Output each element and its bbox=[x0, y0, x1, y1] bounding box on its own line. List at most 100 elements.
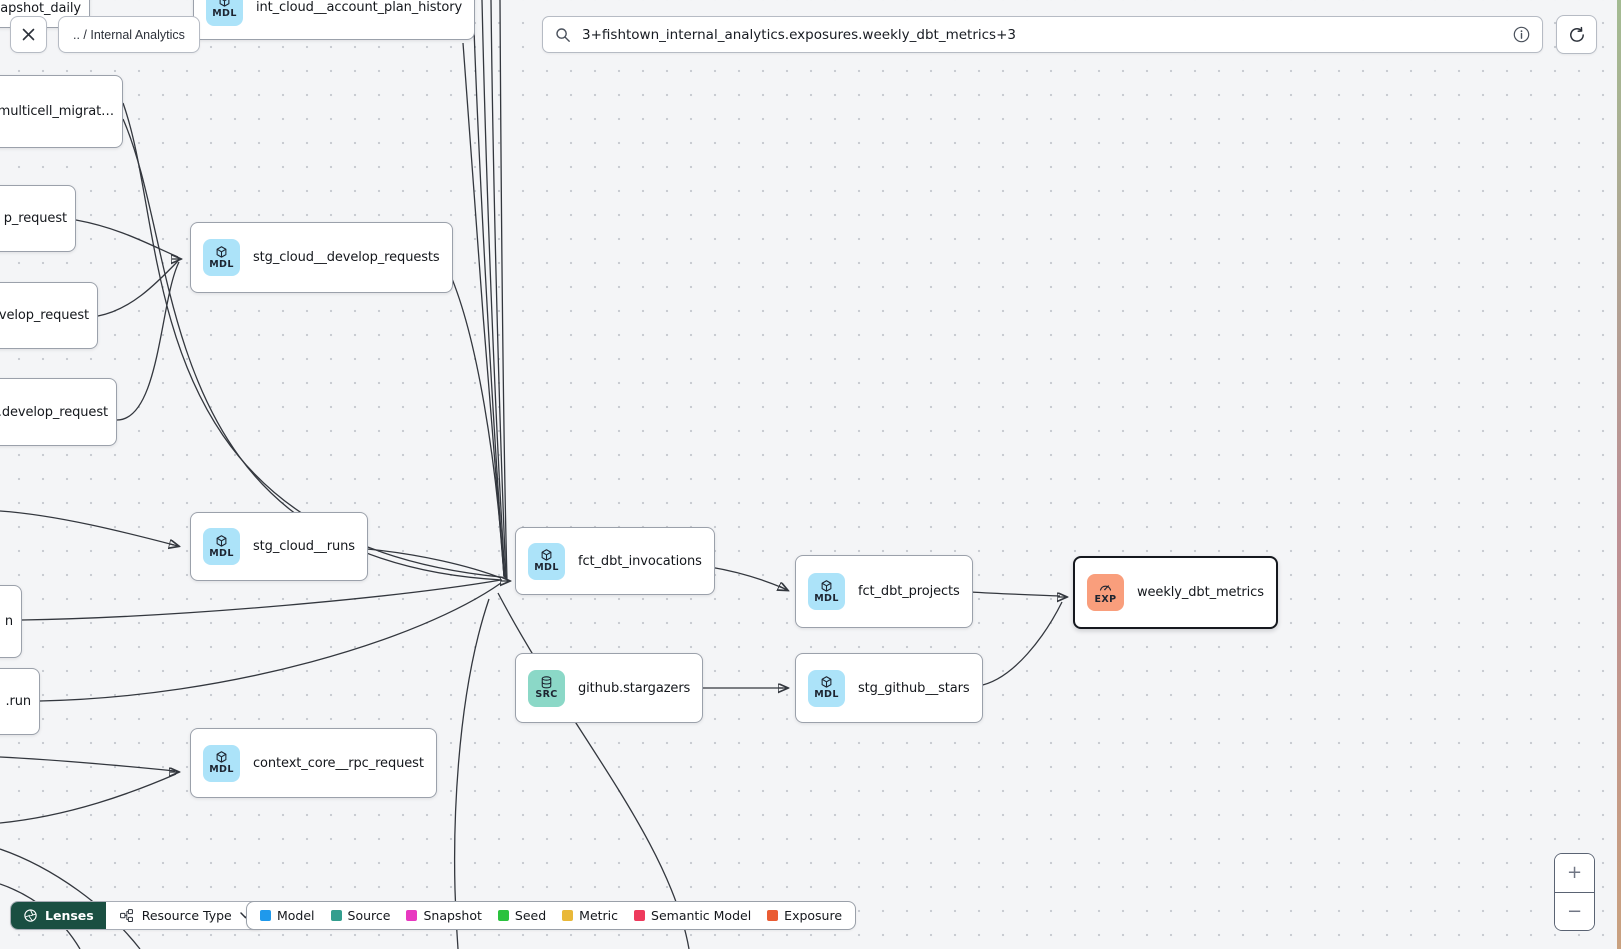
node-label: fct_dbt_projects bbox=[858, 584, 960, 599]
graph-node-velop_request[interactable]: velop_request bbox=[0, 282, 98, 349]
database-icon bbox=[541, 676, 552, 689]
badge-label: MDL bbox=[209, 547, 234, 559]
graph-node-stg_cloud__develop_requests[interactable]: MDL stg_cloud__develop_requests bbox=[190, 222, 453, 293]
node-label: stg_github__stars bbox=[858, 680, 970, 696]
search-bar bbox=[542, 16, 1543, 53]
badge-label: MDL bbox=[534, 562, 559, 574]
legend-item-semantic-model: Semantic Model bbox=[634, 908, 751, 923]
zoom-controls: + − bbox=[1554, 853, 1595, 931]
node-label: int_cloud__account_plan_history bbox=[256, 0, 463, 15]
legend-item-model: Model bbox=[260, 908, 315, 923]
refresh-icon bbox=[1569, 26, 1584, 42]
graph-node-fct_dbt_projects[interactable]: MDL fct_dbt_projects bbox=[795, 555, 973, 628]
resource-type-icon bbox=[119, 909, 133, 922]
badge-label: MDL bbox=[814, 592, 839, 604]
node-label: stg_cloud__develop_requests bbox=[253, 250, 440, 265]
gauge-icon bbox=[1099, 584, 1112, 591]
badge-label: MDL bbox=[209, 258, 234, 270]
exp-badge: EXP bbox=[1087, 574, 1124, 611]
legend-label: Seed bbox=[514, 908, 547, 923]
graph-node-stg_cloud__runs[interactable]: MDL stg_cloud__runs bbox=[190, 512, 368, 581]
search-input[interactable] bbox=[580, 25, 1504, 44]
badge-label: MDL bbox=[209, 764, 234, 776]
lenses-label: Lenses bbox=[45, 908, 94, 923]
legend-item-snapshot: Snapshot bbox=[406, 908, 482, 923]
zoom-out-button[interactable]: − bbox=[1555, 891, 1594, 930]
graph-node-context_core__rpc_request[interactable]: MDL context_core__rpc_request bbox=[190, 728, 437, 798]
legend-swatch bbox=[406, 910, 418, 921]
screen-edge-sliver bbox=[1617, 0, 1621, 949]
legend-swatch bbox=[260, 910, 271, 921]
legend-item-exposure: Exposure bbox=[767, 908, 842, 923]
graph-node-multicell_migrat[interactable]: multicell_migrat… bbox=[0, 75, 123, 148]
resource-type-legend: Model Source Snapshot Seed Metric Semantic Mo… bbox=[246, 901, 857, 930]
legend-item-metric: Metric bbox=[562, 908, 618, 923]
graph-node-github_stargazers[interactable]: SRC github.stargazers bbox=[515, 653, 704, 723]
zoom-in-button[interactable]: + bbox=[1555, 854, 1594, 892]
legend-label: Snapshot bbox=[423, 908, 482, 923]
cube-icon bbox=[541, 549, 552, 561]
lenses-button[interactable]: Lenses bbox=[11, 902, 106, 929]
badge-label: SRC bbox=[535, 689, 558, 701]
node-label: n bbox=[4, 614, 13, 629]
lenses-toolbar: Lenses Resource Type bbox=[10, 901, 265, 930]
resource-type-label: Resource Type bbox=[141, 908, 232, 923]
graph-node-develop_request[interactable]: .develop_request bbox=[0, 378, 117, 446]
mdl-badge: MDL bbox=[808, 573, 845, 610]
graph-node-p_request[interactable]: p_request bbox=[0, 185, 76, 252]
node-label: github.stargazers bbox=[578, 680, 691, 696]
node-label: fct_dbt_invocations bbox=[578, 553, 702, 569]
lenses-icon bbox=[24, 909, 37, 922]
node-label: snapshot_daily bbox=[0, 0, 81, 16]
graph-node-n_node[interactable]: n bbox=[0, 585, 22, 658]
close-button[interactable] bbox=[10, 16, 47, 53]
cube-icon bbox=[216, 245, 227, 258]
legend-swatch bbox=[562, 910, 574, 921]
node-label: context_core__rpc_request bbox=[253, 755, 424, 771]
mdl-badge: MDL bbox=[203, 528, 240, 565]
mdl-badge: MDL bbox=[206, 0, 243, 26]
resource-type-dropdown[interactable]: Resource Type bbox=[105, 902, 264, 929]
close-icon bbox=[22, 28, 35, 41]
mdl-badge: MDL bbox=[528, 542, 565, 580]
legend-item-seed: Seed bbox=[497, 908, 547, 923]
mdl-badge: MDL bbox=[203, 744, 240, 782]
legend-label: Semantic Model bbox=[651, 908, 752, 923]
legend-label: Metric bbox=[579, 908, 619, 923]
node-label: multicell_migrat… bbox=[0, 104, 114, 119]
legend-swatch bbox=[497, 910, 509, 921]
cube-icon bbox=[219, 0, 230, 7]
graph-node-int_cloud__account_plan_history[interactable]: MDL int_cloud__account_plan_history bbox=[193, 0, 476, 40]
legend-label: Model bbox=[277, 908, 315, 923]
graph-node-run_node[interactable]: .run bbox=[0, 668, 40, 735]
legend-label: Exposure bbox=[784, 908, 843, 923]
graph-node-weekly_dbt_metrics[interactable]: EXP weekly_dbt_metrics bbox=[1073, 556, 1278, 629]
cube-icon bbox=[216, 751, 227, 763]
graph-node-stg_github__stars[interactable]: MDL stg_github__stars bbox=[795, 653, 983, 723]
node-label: .run bbox=[5, 694, 31, 709]
mdl-badge: MDL bbox=[203, 239, 240, 276]
mdl-badge: MDL bbox=[808, 669, 845, 707]
legend-swatch bbox=[634, 910, 646, 921]
badge-label: EXP bbox=[1094, 593, 1117, 605]
refresh-button[interactable] bbox=[1556, 15, 1597, 54]
legend-swatch bbox=[330, 910, 342, 921]
node-label: stg_cloud__runs bbox=[253, 539, 355, 554]
node-label: p_request bbox=[3, 211, 67, 226]
node-label: weekly_dbt_metrics bbox=[1137, 585, 1264, 600]
cube-icon bbox=[821, 676, 832, 688]
graph-node-fct_dbt_invocations[interactable]: MDL fct_dbt_invocations bbox=[515, 527, 715, 595]
node-label: velop_request bbox=[0, 308, 89, 323]
legend-label: Source bbox=[347, 908, 391, 923]
badge-label: MDL bbox=[814, 689, 839, 701]
legend-swatch bbox=[767, 910, 779, 921]
breadcrumb[interactable]: .. / Internal Analytics bbox=[58, 16, 200, 53]
cube-icon bbox=[821, 579, 832, 592]
cube-icon bbox=[216, 534, 227, 547]
node-label: .develop_request bbox=[0, 404, 108, 420]
info-icon[interactable] bbox=[1513, 26, 1530, 43]
legend-item-source: Source bbox=[330, 908, 391, 923]
